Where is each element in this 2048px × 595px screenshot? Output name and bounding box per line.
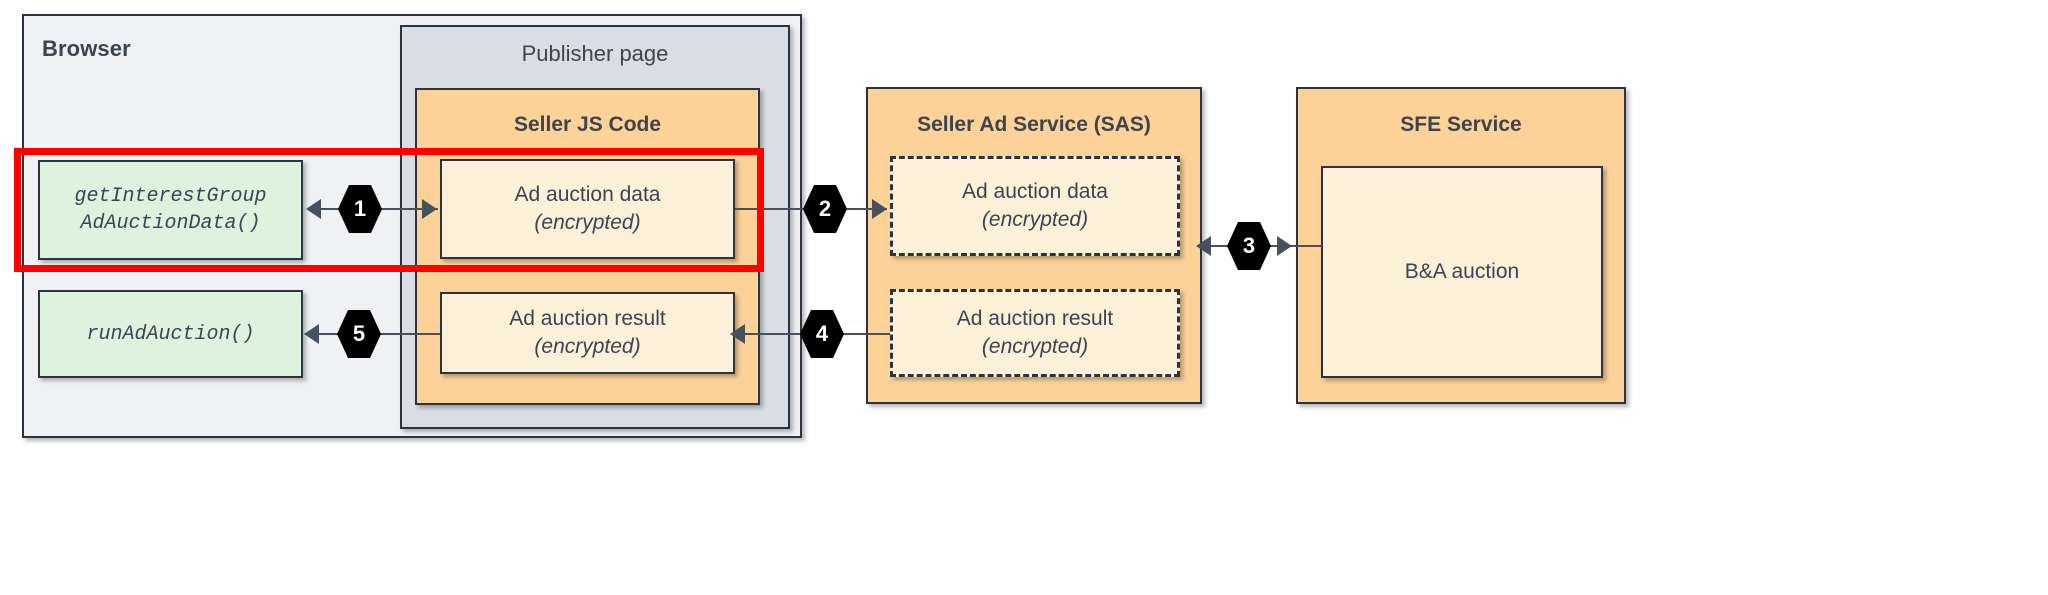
publisher-page-label: Publisher page [521,41,669,66]
box-title: Ad auction result [956,307,1114,331]
arrowhead-step-2-right [872,199,887,219]
step-badge-4: 4 [800,310,844,358]
arrowhead-step-3-left [1196,236,1211,256]
step-badge-2: 2 [803,185,847,233]
api-label-line2: AdAuctionData() [80,212,261,235]
arrowhead-step-3-right [1277,236,1292,256]
box-subtitle: (encrypted) [534,335,641,358]
box-title: Ad auction data [962,180,1108,204]
seller-js-code-label: Seller JS Code [513,113,662,136]
seller-ad-service-label: Seller Ad Service (SAS) [917,113,1151,136]
box-subtitle: (encrypted) [534,211,641,234]
red-highlight-rectangle [14,148,764,272]
browser-label: Browser [42,36,131,61]
box-subtitle: (encrypted) [981,335,1089,358]
seller-js-ad-auction-result-box: Ad auction result (encrypted) [440,292,735,374]
arrowhead-step-4-left [730,324,745,344]
step-badge-3: 3 [1227,222,1271,270]
api-box-label: runAdAuction() [86,321,254,348]
arrowhead-step-1-left [306,199,321,219]
seller-js-ad-auction-data-box: Ad auction data (encrypted) [440,159,735,259]
arrowhead-step-5-left [304,324,319,344]
api-label-line1: getInterestGroup [74,185,267,208]
api-box-get-interest-group-ad-auction-data: getInterestGroup AdAuctionData() [38,160,303,260]
sas-ad-auction-data-box: Ad auction data (encrypted) [890,156,1180,256]
api-box-label: getInterestGroup AdAuctionData() [74,183,266,237]
api-box-run-ad-auction: runAdAuction() [38,290,303,378]
step-badge-5: 5 [337,310,381,358]
box-title: Ad auction data [514,183,661,207]
sfe-service-label: SFE Service [1400,113,1522,136]
step-badge-1: 1 [338,185,382,233]
box-title: B&A auction [1404,260,1520,284]
arrowhead-step-1-right [422,199,437,219]
bna-auction-box: B&A auction [1321,166,1603,378]
sas-ad-auction-result-box: Ad auction result (encrypted) [890,289,1180,377]
box-title: Ad auction result [509,307,666,331]
api-label-line1: runAdAuction() [86,322,255,346]
box-subtitle: (encrypted) [981,208,1089,231]
